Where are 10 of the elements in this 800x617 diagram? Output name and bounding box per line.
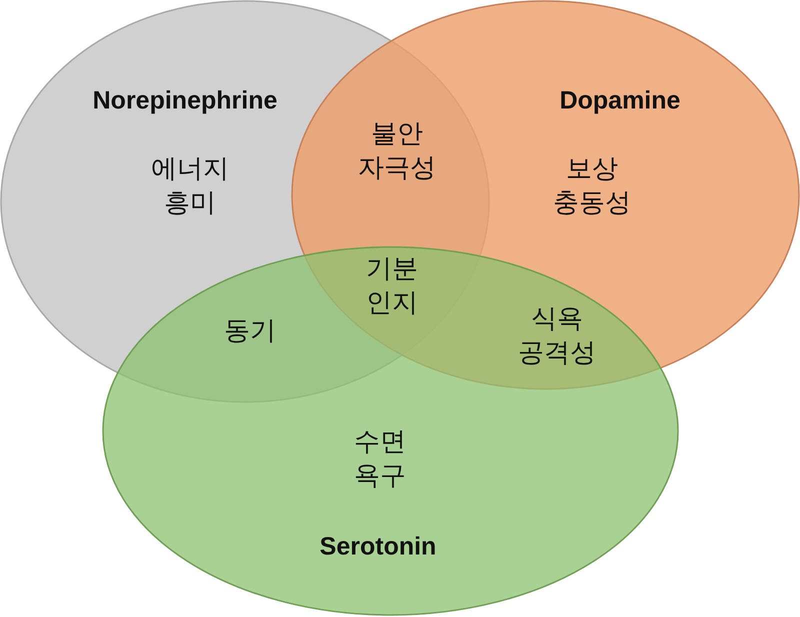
overlap-label: 기분 인지 bbox=[366, 252, 418, 319]
set-description: 에너지 흥미 bbox=[151, 152, 229, 219]
overlap-label: 동기 bbox=[224, 314, 276, 347]
overlap-label: 식욕 공격성 bbox=[518, 302, 596, 369]
set-description: 보상 충동성 bbox=[553, 152, 631, 219]
set-title: Serotonin bbox=[320, 532, 436, 562]
overlap-label: 불안 자극성 bbox=[358, 117, 436, 184]
set-title: Dopamine bbox=[560, 86, 680, 116]
set-description: 수면 욕구 bbox=[354, 425, 406, 492]
set-title: Norepinephrine bbox=[92, 86, 278, 116]
